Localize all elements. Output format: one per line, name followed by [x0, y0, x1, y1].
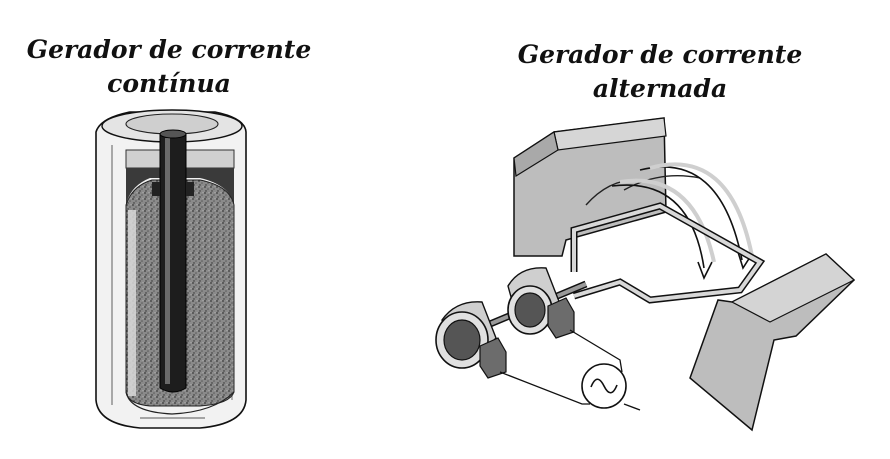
ac-voltage-symbol	[581, 363, 627, 409]
dc-title-line2: contínua	[107, 69, 231, 98]
ac-title-line1: Gerador de corrente	[517, 40, 803, 69]
ac-title-line2: alternada	[592, 74, 728, 103]
slip-ring-rear	[507, 267, 575, 339]
slip-ring-front	[435, 301, 507, 379]
ac-generator-illustration	[435, 117, 856, 432]
ac-generator-title: Gerador de corrente alternada	[505, 38, 815, 106]
armature-loop	[570, 202, 766, 304]
magnetic-field-arrows	[611, 162, 754, 280]
battery-cutaway-illustration	[95, 109, 247, 429]
dc-generator-title: Gerador de corrente contínua	[14, 33, 324, 101]
dc-title-line1: Gerador de corrente	[26, 35, 312, 64]
external-circuit	[499, 329, 641, 411]
magnet-block-lower	[689, 253, 856, 432]
magnet-block-upper	[513, 117, 701, 257]
